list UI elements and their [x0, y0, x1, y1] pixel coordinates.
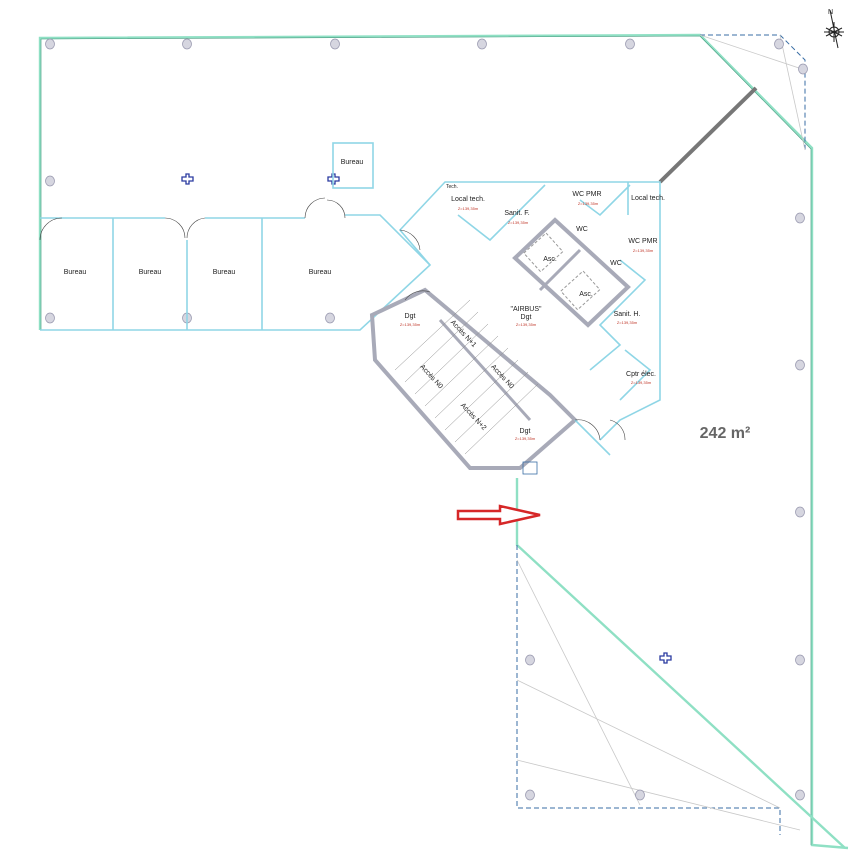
construction-lines [516, 34, 806, 831]
site-outline [38, 33, 849, 850]
area-label: 242 m² [700, 425, 751, 442]
elevation-label: Z=139,35m [515, 436, 536, 441]
core-building [369, 181, 661, 475]
entrance-arrow-icon [456, 504, 541, 526]
room-bureau-2: Bureau [139, 269, 162, 276]
room-airbus-label: "AIRBUS" [510, 306, 542, 313]
elevation-label: Z=139,35m [578, 201, 599, 206]
dashed-boundary-bottom [516, 545, 781, 835]
room-local-tech-2: Local tech. [631, 195, 665, 202]
room-sanit-f: Sanit. F. [504, 210, 529, 217]
room-wc-pmr-2: WC PMR [628, 238, 657, 245]
office-block [39, 142, 432, 331]
room-sanit-h: Sanit. H. [614, 311, 641, 318]
room-asc-1: Asc. [543, 256, 557, 263]
elevation-label: Z=139,35m [631, 380, 652, 385]
compass-rose-icon: N [824, 9, 844, 49]
room-bureau-4: Bureau [309, 269, 332, 276]
room-airbus-dgt: Dgt [521, 314, 532, 321]
elevation-label: Z=139,35m [633, 248, 654, 253]
room-bureau-top: Bureau [341, 159, 364, 166]
cross-marker-icon [181, 173, 672, 664]
room-dgt-1: Dgt [405, 313, 416, 320]
room-dgt-2: Dgt [520, 428, 531, 435]
dashed-boundary-top [700, 34, 806, 150]
columns [45, 38, 808, 801]
compass-north-label: N [828, 9, 833, 16]
elevation-label: Z=139,35m [508, 220, 529, 225]
room-bureau-3: Bureau [213, 269, 236, 276]
room-tech: Tech. [446, 184, 458, 190]
elevation-label: Z=139,35m [516, 322, 537, 327]
room-wc-1: WC [576, 226, 588, 233]
stair-acces-n2: Accès N+2 [459, 402, 487, 432]
room-wc-2: WC [610, 260, 622, 267]
room-local-tech-1: Local tech. [451, 196, 485, 203]
stair-treads [394, 299, 539, 455]
room-asc-2: Asc. [579, 291, 593, 298]
room-wc-pmr-1: WC PMR [572, 191, 601, 198]
elevation-label: Z=139,35m [400, 322, 421, 327]
elevation-label: Z=139,35m [617, 320, 638, 325]
site-outline-inner [40, 35, 812, 845]
stair-acces-n0-a: Accès N0 [418, 364, 444, 391]
room-bureau-1: Bureau [64, 269, 87, 276]
room-cptr-elec: Cptr élec. [626, 371, 656, 378]
elevation-label: Z=139,35m [458, 206, 479, 211]
structural-beam [658, 86, 758, 184]
